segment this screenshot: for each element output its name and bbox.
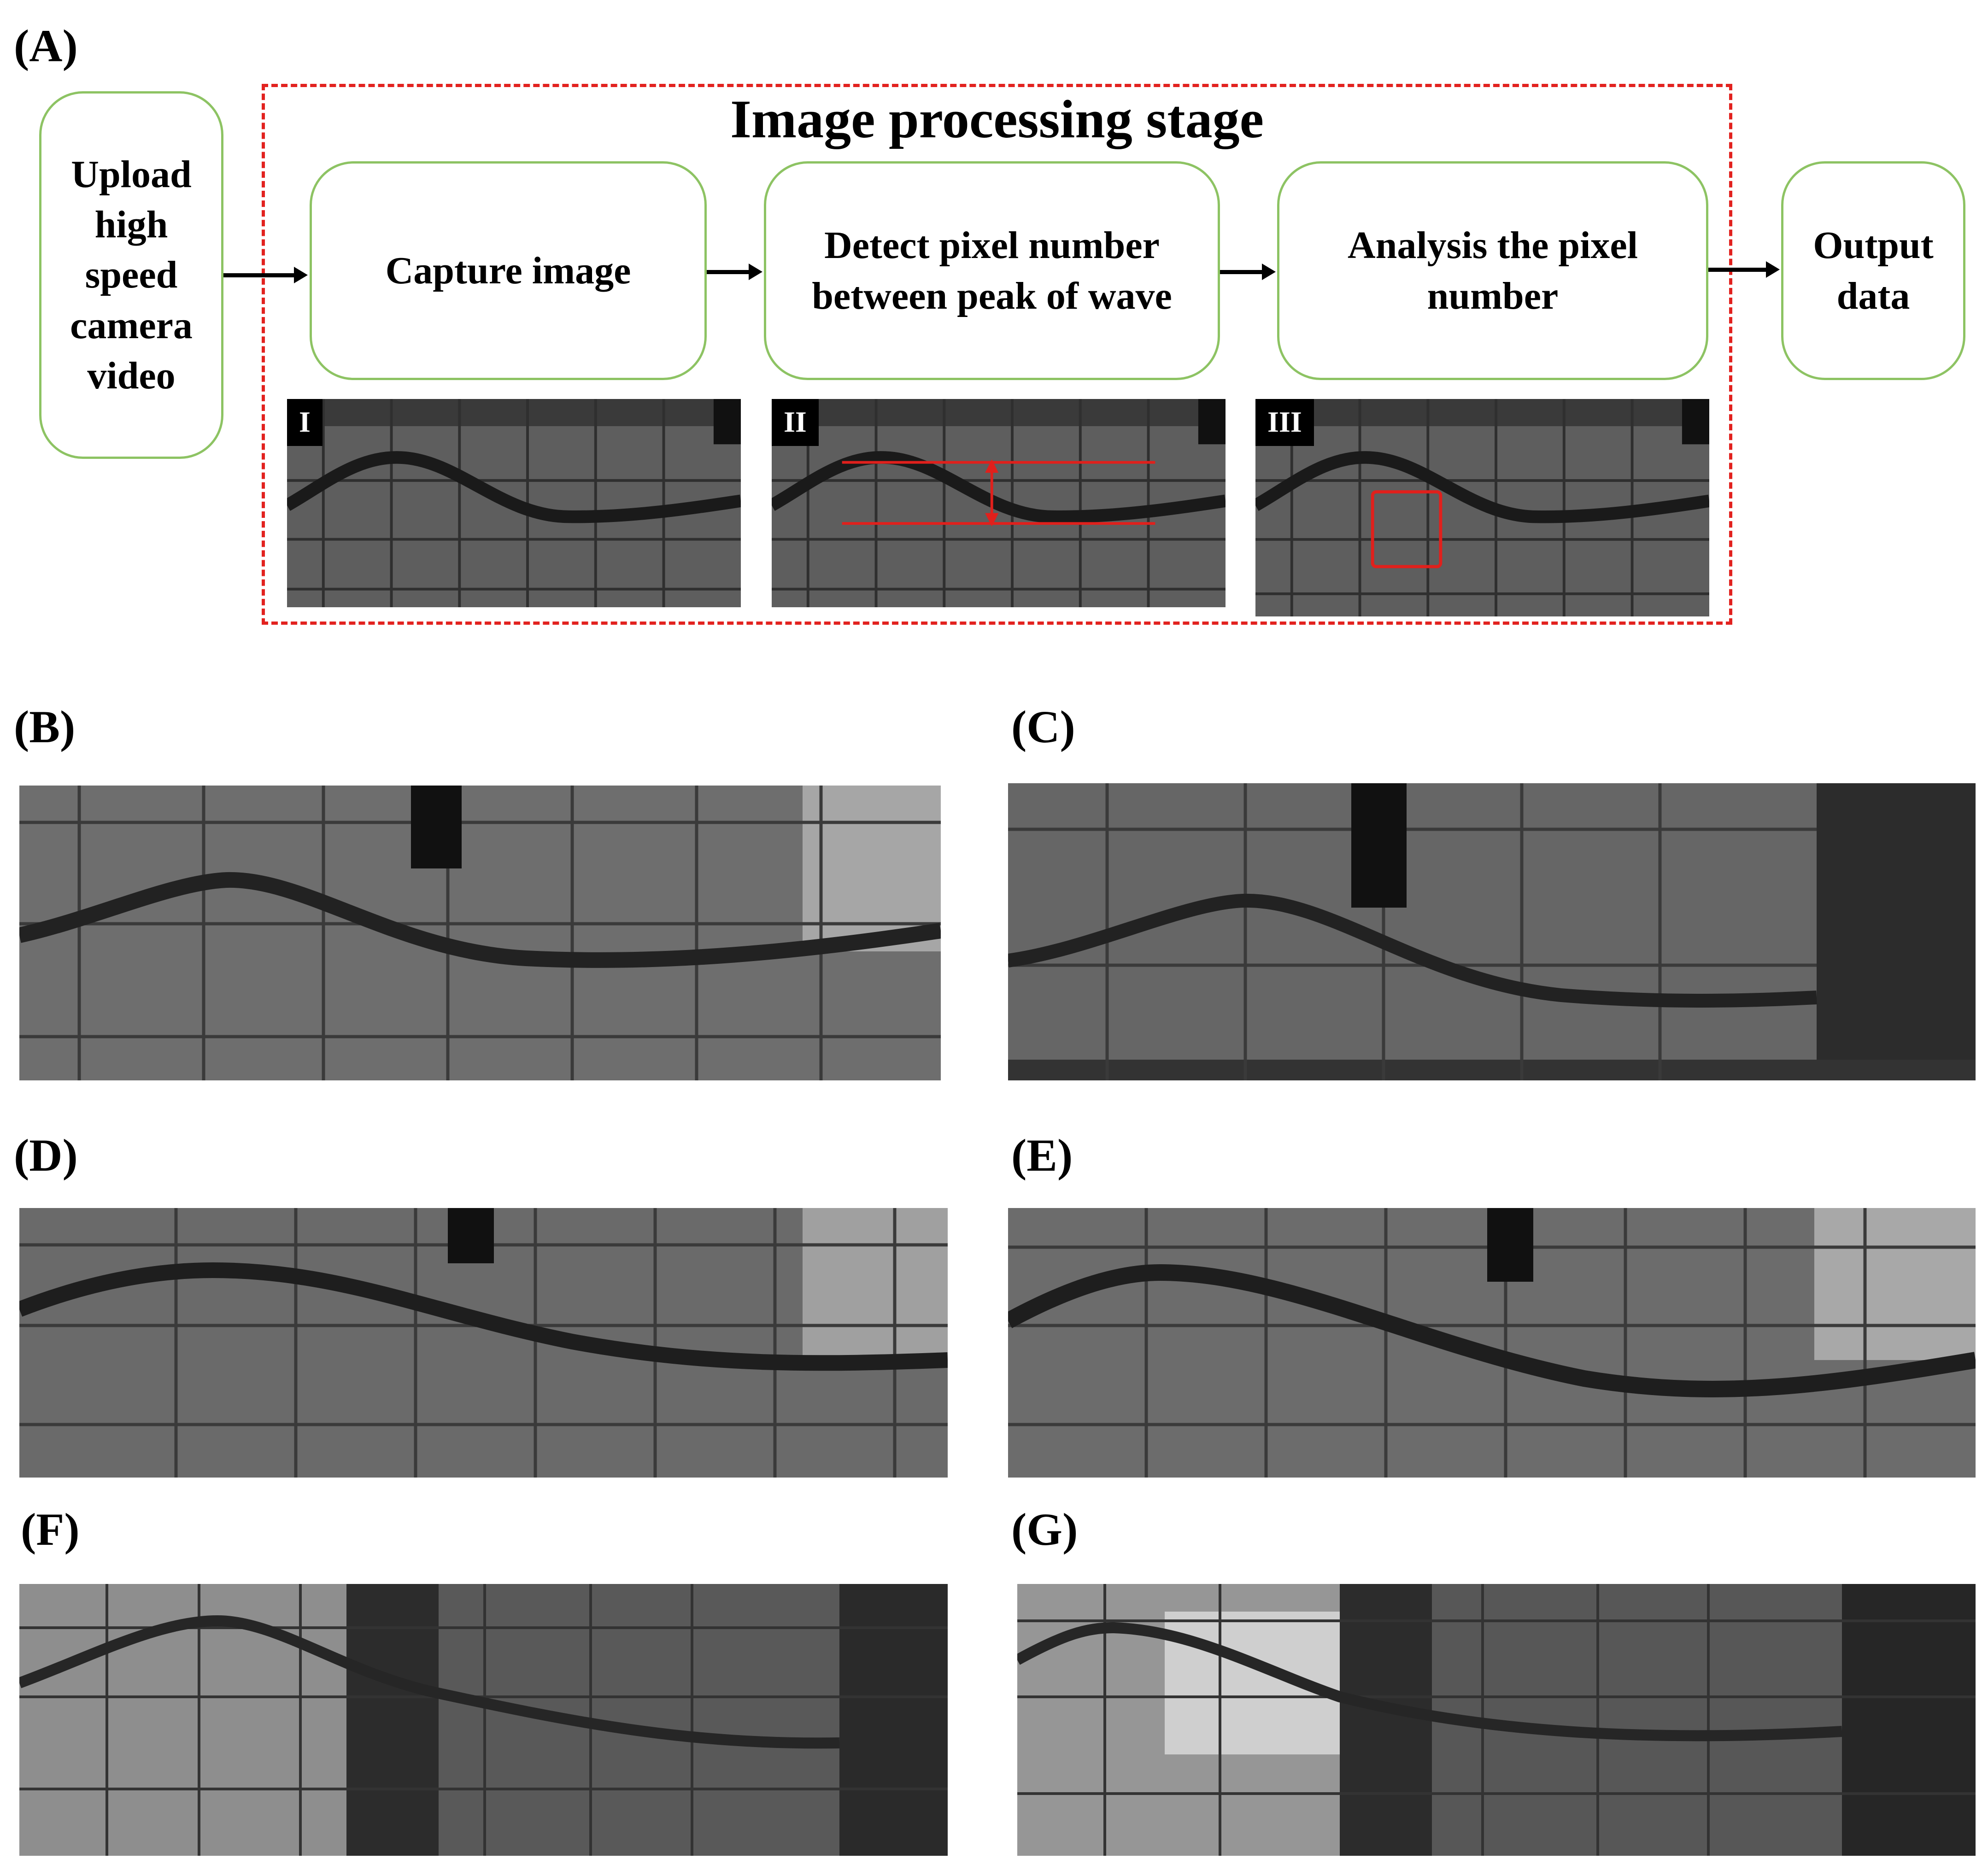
thumbnail-step-2: II [772,399,1226,607]
wave-image [1008,783,1976,1080]
node-capture-image: Capture image [310,161,707,380]
frame-c [1008,783,1976,1080]
panel-label-f: (F) [21,1504,80,1555]
wave-image [19,1584,948,1856]
node-detect-pixel: Detect pixel number between peak of wave [764,161,1220,380]
step-tag-3: III [1255,399,1314,446]
stage-title: Image processing stage [730,89,1264,149]
image-processing-frame [262,84,1732,625]
panel-label-a: (A) [14,20,78,71]
wave-image [287,399,741,607]
wave-image [1255,399,1709,616]
frame-g [1017,1584,1976,1856]
node-analysis-pixel: Analysis the pixel number [1277,161,1708,380]
node-upload-video: Upload high speed camera video [39,91,223,459]
wave-image [1008,1208,1976,1478]
node-output-data: Output data [1781,161,1965,380]
panel-label-d: (D) [14,1130,78,1181]
wave-image [19,1208,948,1478]
flow-arrow-2 [707,264,762,280]
frame-b [19,786,941,1080]
step-tag-2: II [772,399,819,446]
frame-e [1008,1208,1976,1478]
wave-image [772,399,1226,607]
flow-arrow-4 [1708,261,1780,278]
frame-d [19,1208,948,1478]
panel-label-c: (C) [1011,701,1075,752]
thumbnail-step-3: III [1255,399,1709,616]
flow-arrow-3 [1220,264,1276,280]
panel-label-b: (B) [14,701,76,752]
flow-arrow-1 [223,267,308,283]
wave-image [19,786,941,1080]
wave-image [1017,1584,1976,1856]
thumbnail-step-1: I [287,399,741,607]
panel-label-e: (E) [1011,1130,1073,1181]
frame-f [19,1584,948,1856]
panel-label-g: (G) [1011,1504,1078,1555]
step-tag-1: I [287,399,323,446]
